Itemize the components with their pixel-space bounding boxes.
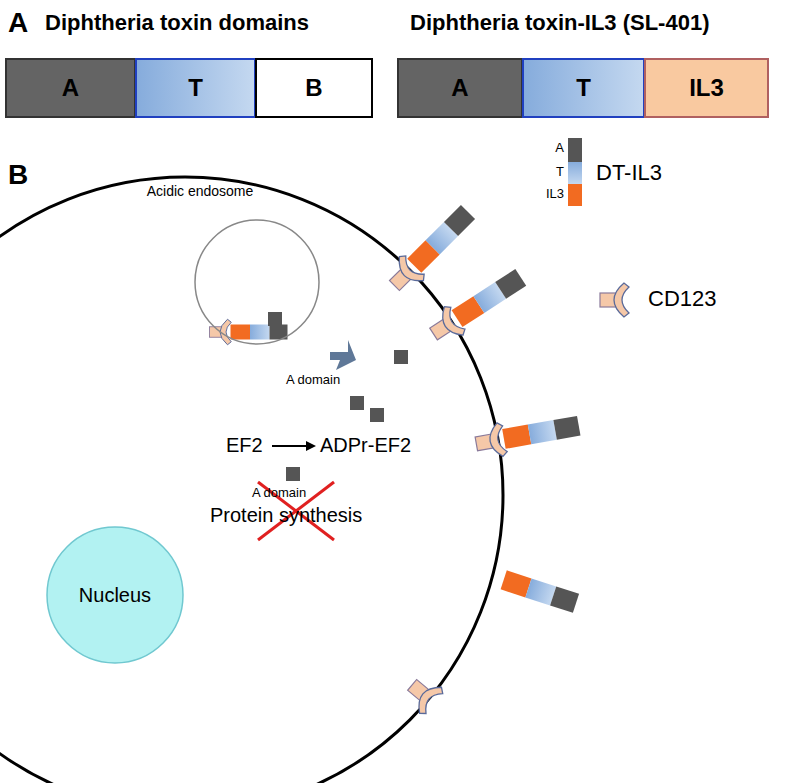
a-domain-square xyxy=(286,467,300,481)
domain-letter: T xyxy=(576,74,591,103)
nucleus-label: Nucleus xyxy=(79,583,151,607)
reaction-arrow xyxy=(272,445,310,447)
domain-letter: A xyxy=(451,74,468,103)
a-domain-square xyxy=(394,350,408,364)
cell-membrane xyxy=(0,177,503,783)
a-domain-square xyxy=(370,408,384,422)
a-domain-square xyxy=(350,396,364,410)
reaction-arrowhead xyxy=(306,441,316,451)
panel-letter: B xyxy=(8,158,28,192)
protein-label: EF2 xyxy=(226,433,263,457)
domain-label: A domain xyxy=(286,372,340,388)
cd123-icon xyxy=(600,283,629,317)
domain-box: A xyxy=(5,58,136,118)
endosome-label: Acidic endosome xyxy=(140,183,260,200)
domain-label: A domain xyxy=(252,485,306,501)
domain-key: IL3 xyxy=(536,186,564,202)
bound-receptor xyxy=(382,200,480,298)
domain-letter: T xyxy=(188,74,203,103)
domain-box: A xyxy=(397,58,523,118)
a-domain-square xyxy=(268,312,282,326)
free-receptor xyxy=(401,672,445,717)
circle-outline xyxy=(140,183,320,348)
icon-label: CD123 xyxy=(648,286,716,312)
domain-box: B xyxy=(255,58,373,118)
protein-label: ADPr-EF2 xyxy=(320,433,411,457)
bound-receptor xyxy=(424,263,530,348)
process-label: Protein synthesis xyxy=(210,503,362,527)
domain-box: IL3 xyxy=(644,58,769,118)
dt-il3-icon xyxy=(568,138,582,206)
domain-letter: IL3 xyxy=(689,74,724,103)
free-dt-il3 xyxy=(501,570,579,613)
domain-box: T xyxy=(522,58,645,118)
domain-letter: B xyxy=(305,74,322,103)
nucleus-circle: Nucleus xyxy=(45,525,185,665)
domain-key: A xyxy=(540,140,564,156)
release-arrow xyxy=(330,340,356,370)
domain-letter: A xyxy=(62,74,79,103)
panel-title: Diphtheria toxin-IL3 (SL-401) xyxy=(410,10,709,36)
panel-title: Diphtheria toxin domains xyxy=(45,10,309,36)
domain-key: T xyxy=(540,164,564,180)
endosome-circle: Acidic endosome xyxy=(140,183,320,348)
icon-label: DT-IL3 xyxy=(596,160,662,186)
bound-receptor xyxy=(473,409,581,461)
domain-box: T xyxy=(135,58,256,118)
panel-letter: A xyxy=(8,6,28,40)
